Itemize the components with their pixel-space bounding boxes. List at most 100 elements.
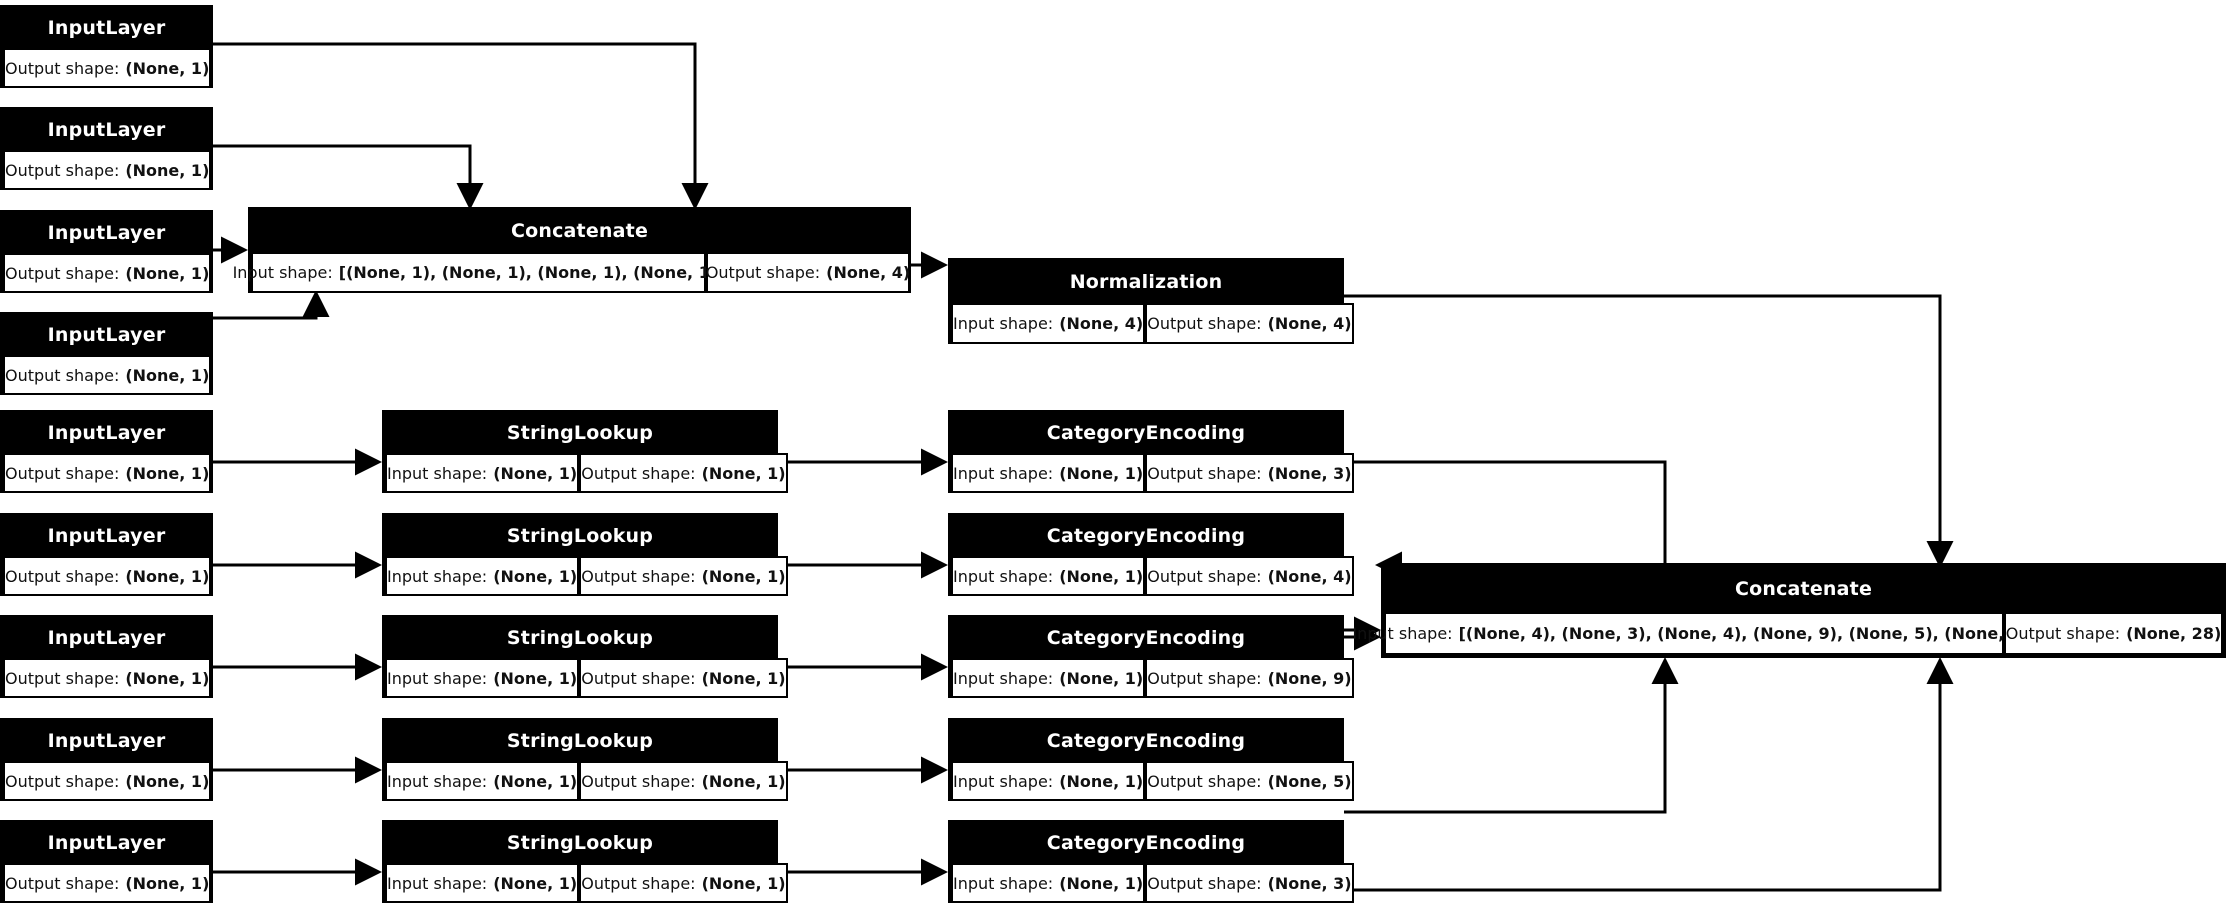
node-input-layer-6[interactable]: InputLayer Output shape: (None, 1) (0, 513, 213, 596)
edge-input2-to-concat (213, 144, 484, 210)
output-shape-label: Output shape: (1147, 771, 1262, 791)
input-shape-cell: Input shape: (None, 1) (385, 761, 580, 801)
input-shape-value: (None, 1) (493, 873, 578, 893)
node-concatenate-final[interactable]: Concatenate Input shape: [(None, 4), (No… (1352, 563, 2226, 658)
edge-enc1-to-concat2 (1344, 460, 1667, 579)
output-shape-value: (None, 3) (1267, 463, 1352, 483)
output-shape-label: Output shape: (1147, 873, 1262, 893)
node-input-layer-5[interactable]: InputLayer Output shape: (None, 1) (0, 410, 213, 493)
output-shape-value: (None, 1) (125, 873, 210, 893)
output-shape-label: Output shape: (5, 463, 120, 483)
node-concatenate-numeric[interactable]: Concatenate Input shape: [(None, 1), (No… (233, 207, 911, 293)
output-shape-cell: Output shape: (None, 1) (3, 150, 212, 190)
node-category-encoding-1[interactable]: CategoryEncoding Input shape: (None, 1) … (948, 410, 1354, 493)
edge-enc4-to-concat2 (1344, 657, 1679, 814)
output-shape-value: (None, 1) (125, 463, 210, 483)
node-input-layer-4[interactable]: InputLayer Output shape: (None, 1) (0, 312, 213, 395)
input-shape-cell: Input shape: [(None, 1), (None, 1), (Non… (233, 252, 724, 293)
input-shape-cell: Input shape: (None, 4) (951, 303, 1146, 344)
output-shape-cell: Output shape: (None, 9) (1145, 658, 1354, 698)
output-shape-cell: Output shape: (None, 1) (3, 48, 212, 88)
node-title: Normalization (951, 261, 1341, 303)
input-shape-label: Input shape: (1352, 624, 1453, 643)
output-shape-label: Output shape: (1147, 668, 1262, 688)
output-shape-label: Output shape: (5, 58, 120, 78)
input-shape-value: (None, 1) (1059, 873, 1144, 893)
input-shape-label: Input shape: (953, 314, 1054, 333)
input-shape-value: (None, 1) (1059, 463, 1144, 483)
node-category-encoding-5[interactable]: CategoryEncoding Input shape: (None, 1) … (948, 820, 1354, 903)
edge-input4-to-concat (213, 290, 330, 320)
output-shape-label: Output shape: (5, 263, 120, 283)
input-shape-value: (None, 1) (493, 566, 578, 586)
node-category-encoding-3[interactable]: CategoryEncoding Input shape: (None, 1) … (948, 615, 1354, 698)
input-shape-label: Input shape: (387, 771, 488, 791)
output-shape-value: (None, 1) (125, 668, 210, 688)
output-shape-value: (None, 5) (1267, 771, 1352, 791)
node-title: InputLayer (3, 8, 210, 48)
edge-enc5-to-concat2 (1344, 657, 1954, 892)
node-title: InputLayer (3, 823, 210, 863)
output-shape-cell: Output shape: (None, 1) (579, 556, 788, 596)
output-shape-cell: Output shape: (None, 1) (3, 453, 212, 493)
input-shape-value: (None, 1) (1059, 566, 1144, 586)
output-shape-label: Output shape: (581, 771, 696, 791)
output-shape-cell: Output shape: (None, 1) (3, 556, 212, 596)
node-input-layer-9[interactable]: InputLayer Output shape: (None, 1) (0, 820, 213, 903)
output-shape-label: Output shape: (5, 365, 120, 385)
node-title: CategoryEncoding (951, 618, 1341, 658)
node-input-layer-8[interactable]: InputLayer Output shape: (None, 1) (0, 718, 213, 801)
output-shape-cell: Output shape: (None, 1) (3, 761, 212, 801)
node-input-layer-7[interactable]: InputLayer Output shape: (None, 1) (0, 615, 213, 698)
output-shape-value: (None, 1) (125, 160, 210, 180)
node-title: InputLayer (3, 413, 210, 453)
node-normalization[interactable]: Normalization Input shape: (None, 4) Out… (948, 258, 1354, 344)
output-shape-value: (None, 1) (125, 365, 210, 385)
input-shape-label: Input shape: (953, 771, 1054, 791)
edge-input1-to-concat (213, 42, 709, 210)
output-shape-label: Output shape: (5, 668, 120, 688)
output-shape-value: (None, 4) (1267, 314, 1352, 333)
input-shape-value: (None, 1) (493, 771, 578, 791)
input-shape-value: (None, 4) (1059, 314, 1144, 333)
node-string-lookup-3[interactable]: StringLookup Input shape: (None, 1) Outp… (382, 615, 788, 698)
node-string-lookup-2[interactable]: StringLookup Input shape: (None, 1) Outp… (382, 513, 788, 596)
input-shape-label: Input shape: (387, 463, 488, 483)
output-shape-label: Output shape: (581, 566, 696, 586)
output-shape-label: Output shape: (5, 873, 120, 893)
node-string-lookup-1[interactable]: StringLookup Input shape: (None, 1) Outp… (382, 410, 788, 493)
input-shape-value: (None, 1) (493, 668, 578, 688)
input-shape-value: [(None, 4), (None, 3), (None, 4), (None,… (1458, 624, 2036, 643)
output-shape-cell: Output shape: (None, 1) (3, 355, 212, 395)
output-shape-cell: Output shape: (None, 4) (706, 252, 910, 293)
output-shape-value: (None, 1) (701, 566, 786, 586)
node-string-lookup-4[interactable]: StringLookup Input shape: (None, 1) Outp… (382, 718, 788, 801)
input-shape-value: (None, 1) (1059, 668, 1144, 688)
node-title: InputLayer (3, 213, 210, 253)
output-shape-cell: Output shape: (None, 5) (1145, 761, 1354, 801)
input-shape-cell: Input shape: (None, 1) (951, 863, 1146, 903)
output-shape-value: (None, 4) (1267, 566, 1352, 586)
output-shape-cell: Output shape: (None, 1) (3, 863, 212, 903)
output-shape-label: Output shape: (5, 160, 120, 180)
node-input-layer-2[interactable]: InputLayer Output shape: (None, 1) (0, 107, 213, 190)
output-shape-value: (None, 3) (1267, 873, 1352, 893)
node-input-layer-3[interactable]: InputLayer Output shape: (None, 1) (0, 210, 213, 293)
output-shape-cell: Output shape: (None, 4) (1145, 303, 1354, 344)
input-shape-cell: Input shape: (None, 1) (385, 658, 580, 698)
node-title: Concatenate (1384, 566, 2223, 612)
output-shape-cell: Output shape: (None, 1) (3, 658, 212, 698)
node-input-layer-1[interactable]: InputLayer Output shape: (None, 1) (0, 5, 213, 88)
output-shape-label: Output shape: (1147, 566, 1262, 586)
node-category-encoding-2[interactable]: CategoryEncoding Input shape: (None, 1) … (948, 513, 1354, 596)
input-shape-cell: Input shape: (None, 1) (951, 761, 1146, 801)
output-shape-value: (None, 4) (826, 263, 911, 282)
input-shape-label: Input shape: (232, 263, 333, 282)
node-string-lookup-5[interactable]: StringLookup Input shape: (None, 1) Outp… (382, 820, 788, 903)
output-shape-cell: Output shape: (None, 28) (2004, 612, 2223, 655)
output-shape-label: Output shape: (705, 263, 821, 282)
output-shape-label: Output shape: (581, 873, 696, 893)
output-shape-label: Output shape: (5, 566, 120, 586)
node-category-encoding-4[interactable]: CategoryEncoding Input shape: (None, 1) … (948, 718, 1354, 801)
